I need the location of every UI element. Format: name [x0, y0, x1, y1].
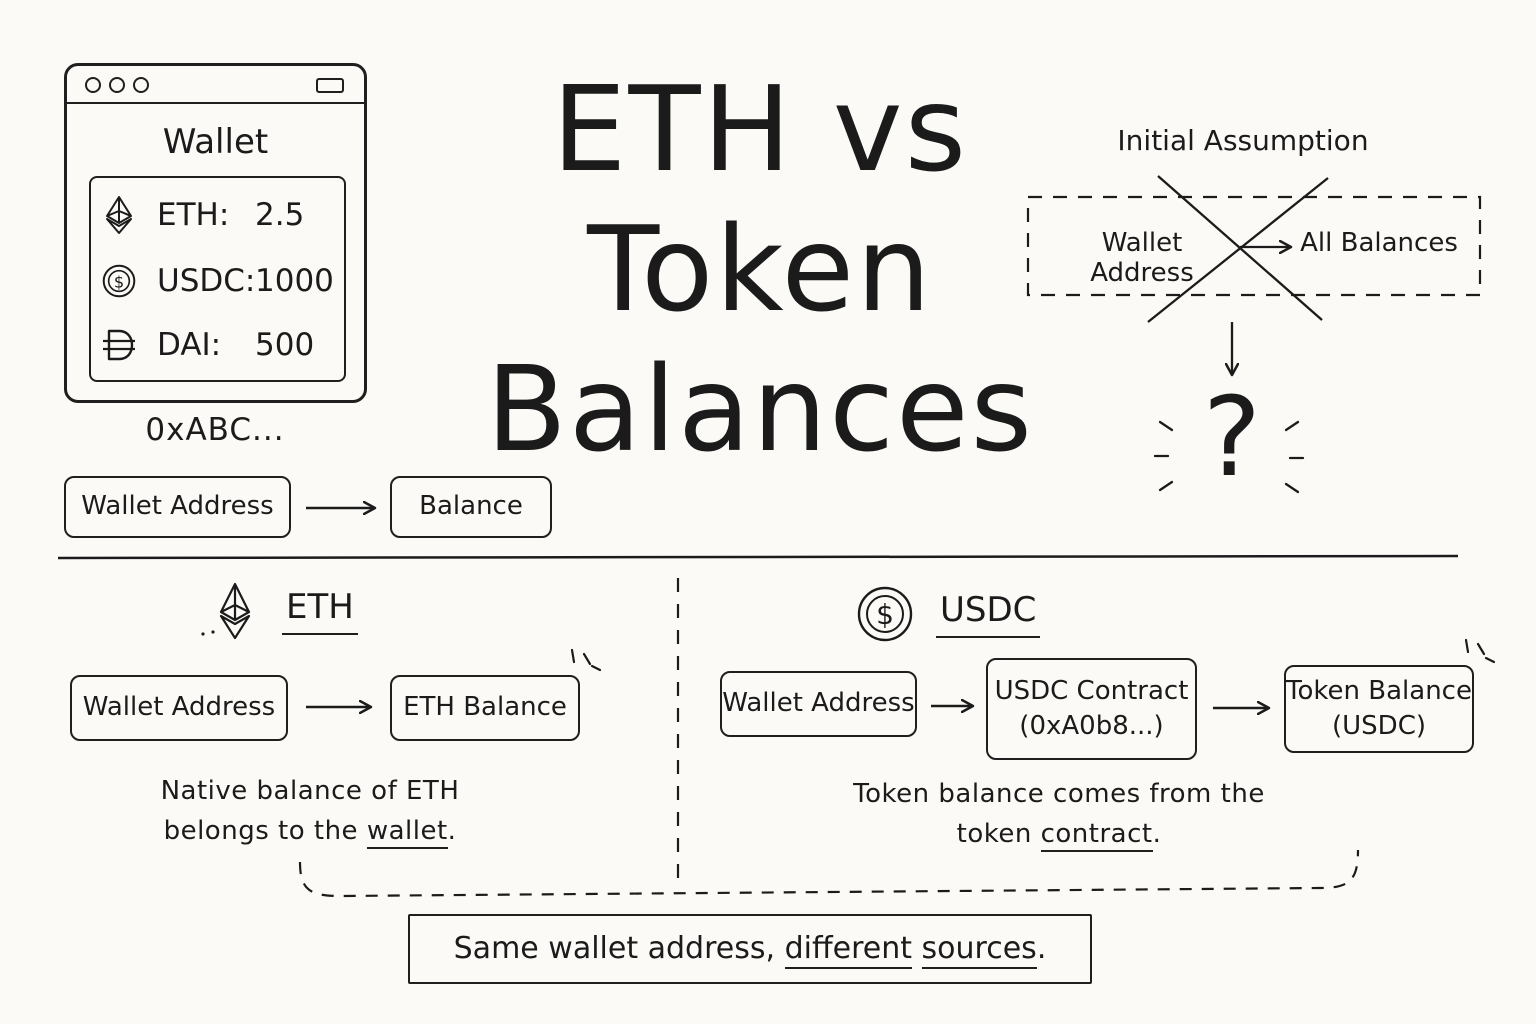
assumption-to-label: All Balances [1300, 228, 1458, 258]
assumption-heading: Initial Assumption [1117, 124, 1369, 157]
conclusion-text-part [912, 931, 922, 966]
usdc-caption-line-2: token contract. [820, 814, 1298, 854]
window-maximize-icon [316, 78, 344, 93]
eth-heading-text: ETH [282, 587, 358, 635]
token-balance-box: Token Balance (USDC) [1284, 665, 1474, 753]
usdc-contract-box: USDC Contract (0xA0b8...) [986, 658, 1197, 760]
window-dot-icon [109, 77, 125, 93]
horizontal-divider [57, 554, 1459, 560]
asset-label: ETH: [157, 197, 230, 233]
wallet-balances-panel: ETH: 2.5 $ USDC: 1000 DAI: 500 [89, 176, 346, 382]
token-balance-sparkle [1464, 638, 1496, 664]
title-line-3: Balances [485, 340, 1035, 478]
usdc-caption-line-1: Token balance comes from the [853, 779, 1265, 809]
asset-value: 1000 [255, 263, 334, 299]
eth-caption-line-2: belongs to the wallet. [110, 811, 510, 851]
eth-wallet-address-box: Wallet Address [70, 675, 288, 741]
ethereum-icon [219, 582, 251, 640]
svg-text:$: $ [114, 272, 124, 291]
dollar-coin-icon: $ [857, 586, 913, 642]
usdc-section-heading: $ USDC [856, 585, 1041, 643]
eth-caption-line-1: Native balance of ETH [160, 776, 460, 806]
wallet-window: Wallet ETH: 2.5 $ USDC: 1000 DAI: [64, 63, 367, 403]
token-balance-symbol: (USDC) [1332, 711, 1426, 741]
asset-label: DAI: [157, 327, 222, 363]
conclusion-text-part: Same wallet address, [453, 930, 785, 966]
ethereum-icon [106, 196, 132, 234]
svg-text:$: $ [876, 598, 894, 631]
window-title-bar [67, 66, 364, 104]
eth-balance-sparkle [570, 648, 602, 672]
window-dot-icon [85, 77, 101, 93]
conclusion-box: Same wallet address, different sources. [408, 914, 1092, 984]
asset-row-eth: ETH: 2.5 [101, 192, 304, 238]
assumption-dashed-box [1026, 195, 1482, 297]
caption-underlined-word: contract [1040, 819, 1153, 853]
dai-icon [103, 329, 135, 361]
usdc-caption: Token balance comes from the token contr… [820, 774, 1298, 855]
eth-balance-box: ETH Balance [390, 675, 580, 741]
title-line-1: ETH vs [551, 60, 969, 198]
caption-text: token [956, 819, 1041, 850]
caption-text: . [447, 816, 457, 847]
assumption-from-label: Wallet Address [1090, 228, 1194, 288]
question-mark: ? [1202, 373, 1262, 501]
usdc-contract-label: USDC Contract [994, 675, 1189, 706]
cross-out-line-2 [1147, 177, 1329, 323]
wallet-heading: Wallet [162, 122, 269, 162]
question-emphasis-marks [1153, 420, 1305, 494]
asset-label: USDC: [157, 263, 256, 299]
conclusion-underlined-word: sources [921, 930, 1037, 969]
asset-value: 500 [255, 327, 315, 363]
top-balance-box: Balance [390, 476, 552, 538]
asset-row-dai: DAI: 500 [101, 322, 314, 368]
dollar-coin-icon: $ [102, 264, 136, 298]
usdc-wallet-address-box: Wallet Address [720, 671, 917, 737]
caption-text: . [1152, 819, 1162, 850]
wallet-address-text: 0xABC... [145, 412, 285, 448]
top-wallet-address-box: Wallet Address [64, 476, 291, 538]
conclusion-text-part: . [1036, 930, 1047, 966]
eth-section-heading: ETH [216, 582, 358, 640]
window-dot-icon [133, 77, 149, 93]
bottom-dashed-bracket [298, 849, 1360, 898]
usdc-heading-text: USDC [936, 590, 1041, 638]
asset-row-usdc: $ USDC: 1000 [101, 258, 334, 304]
caption-underlined-word: wallet [366, 816, 448, 850]
asset-value: 2.5 [255, 197, 305, 233]
conclusion-text: Same wallet address, different sources. [453, 929, 1047, 970]
usdc-contract-address: (0xA0b8...) [1019, 711, 1164, 741]
title-line-2: Token [587, 200, 933, 338]
token-balance-label: Token Balance [1286, 675, 1472, 706]
caption-text: belongs to the [163, 816, 367, 847]
eth-caption: Native balance of ETH belongs to the wal… [110, 771, 510, 852]
conclusion-underlined-word: different [784, 930, 912, 969]
